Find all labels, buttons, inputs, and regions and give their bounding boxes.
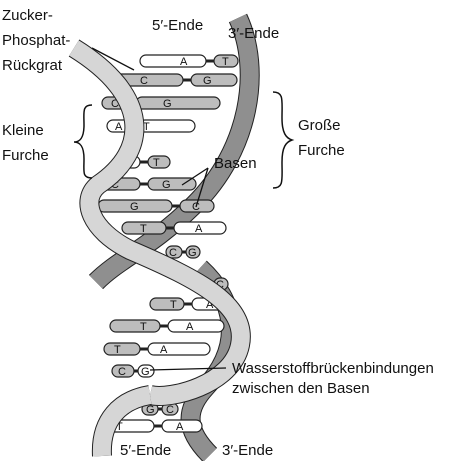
backbone-label-line2: Phosphat- xyxy=(2,32,70,49)
major-groove-brace xyxy=(272,91,295,189)
minor-groove-brace xyxy=(73,104,93,179)
front-strand xyxy=(68,39,251,457)
base-letter: A xyxy=(186,321,194,333)
base-letter: T xyxy=(140,223,147,235)
five-prime-end-top-label: 5′-Ende xyxy=(152,17,203,34)
base-letter: G xyxy=(146,404,155,416)
base-letter: G xyxy=(188,247,197,259)
base-pair: C G xyxy=(165,245,201,259)
base-letter: T xyxy=(153,157,160,169)
base-letter: C xyxy=(118,366,126,378)
base-letter: T xyxy=(116,421,123,433)
backbone-label-line3: Rückgrat xyxy=(2,57,63,74)
major-groove-label-line2: Furche xyxy=(298,142,345,159)
base-letter: A xyxy=(160,344,168,356)
minor-groove-label-line1: Kleine xyxy=(2,122,44,139)
bases-leader-1 xyxy=(181,167,209,186)
three-prime-end-top-label: 3′-Ende xyxy=(228,25,279,42)
major-groove-label-line1: Große xyxy=(298,117,341,134)
base-letter: A xyxy=(180,56,188,68)
hbond-leader xyxy=(149,367,227,371)
backbone-label-line1: Zucker- xyxy=(2,7,53,24)
three-prime-end-bottom-label: 3′-Ende xyxy=(222,442,273,459)
base-letter: G xyxy=(130,201,139,213)
base-letter: T xyxy=(143,121,150,133)
base-pair: C G xyxy=(111,364,155,378)
base-letter: C xyxy=(216,279,224,291)
base-letter: T xyxy=(140,321,147,333)
base-pair: T A xyxy=(103,342,211,356)
base-pair: T A xyxy=(121,221,227,235)
base-letter: C xyxy=(140,75,148,87)
base-letter: G xyxy=(203,75,212,87)
base-letter: C xyxy=(166,404,174,416)
base-pair: A T xyxy=(106,119,196,133)
bases-leader-2 xyxy=(195,167,209,208)
base-letter: G xyxy=(163,98,172,110)
base-letter: A xyxy=(176,421,184,433)
minor-groove-label-line2: Furche xyxy=(2,147,49,164)
base-letter: A xyxy=(195,223,203,235)
base-pair: T A xyxy=(149,297,229,311)
hbond-label-line2: zwischen den Basen xyxy=(232,380,370,397)
base-letter: C xyxy=(111,179,119,191)
base-pair: C G xyxy=(114,73,238,87)
base-pair: A T xyxy=(139,54,239,68)
base-letter: C xyxy=(111,98,119,110)
five-prime-end-bottom-label: 5′-Ende xyxy=(120,442,171,459)
base-letter: T xyxy=(222,56,229,68)
base-letter: T xyxy=(170,299,177,311)
base-letter: G xyxy=(141,366,150,378)
base-letter: A xyxy=(206,299,214,311)
bases-label: Basen xyxy=(214,155,257,172)
base-pair: T A xyxy=(109,319,225,333)
base-letter: T xyxy=(114,344,121,356)
base-letter: G xyxy=(162,179,171,191)
backbone-leader xyxy=(91,47,135,71)
base-letter: C xyxy=(169,247,177,259)
hbond-label-line1: Wasserstoffbrückenbindungen xyxy=(232,360,434,377)
base-letter: A xyxy=(115,121,123,133)
